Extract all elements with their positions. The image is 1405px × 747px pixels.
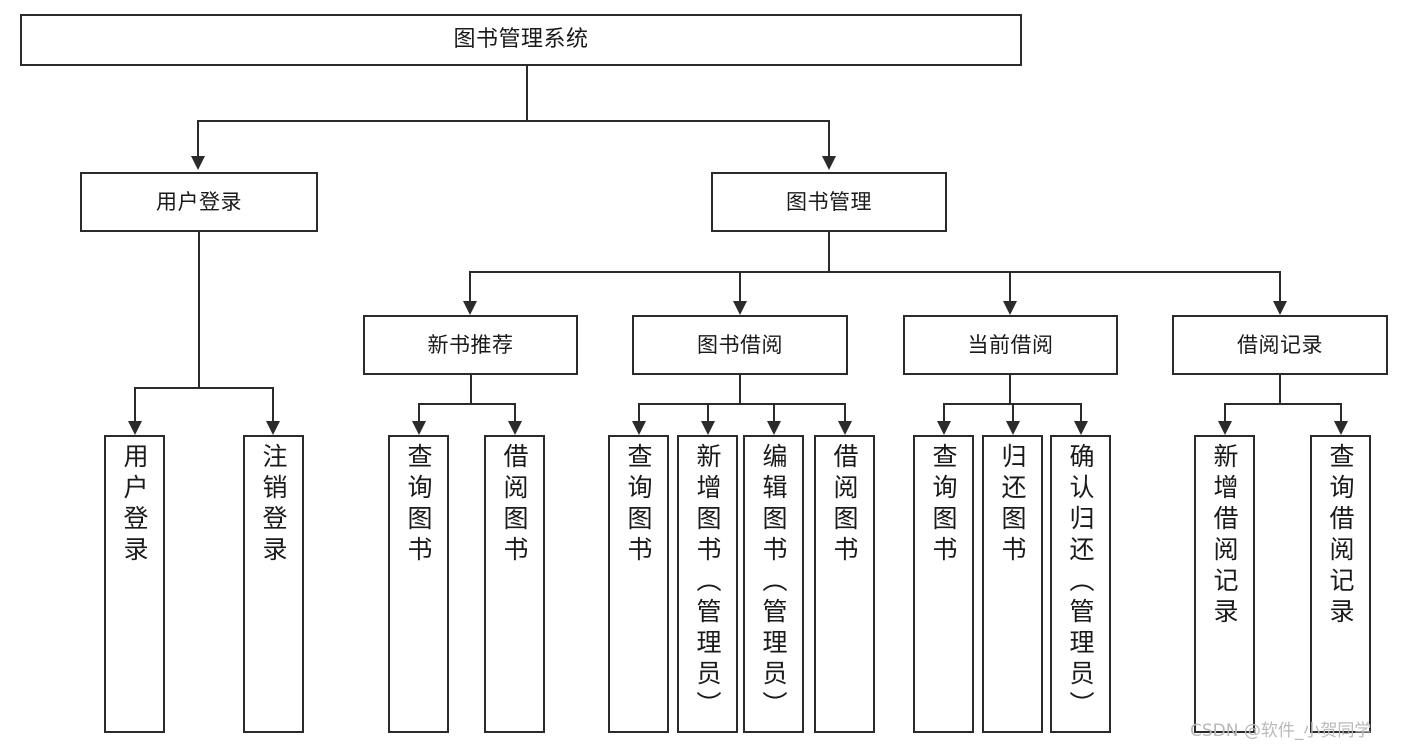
arrowhead-leaf-logout	[266, 421, 280, 435]
node-leaf-borrow-book-label: 借阅图书	[830, 443, 859, 567]
node-leaf-logout-label: 注销登录	[259, 443, 288, 567]
arrowhead-current-borrow	[1003, 301, 1017, 315]
connector-nbr-drop-2	[514, 403, 516, 421]
node-leaf-query-book-borrow-label: 查询图书	[624, 443, 653, 567]
arrowhead-leaf-query-book-current	[937, 421, 951, 435]
connector-user-login-drop-2	[272, 387, 274, 421]
node-borrow-record[interactable]: 借阅记录	[1172, 315, 1388, 375]
arrowhead-leaf-user-login	[128, 421, 142, 435]
node-leaf-query-record-label: 查询借阅记录	[1326, 443, 1355, 629]
connector-br-bus	[1224, 403, 1340, 405]
node-current-borrow[interactable]: 当前借阅	[903, 315, 1118, 375]
connector-nbr-drop-1	[418, 403, 420, 421]
arrowhead-leaf-borrow-book-new	[508, 421, 522, 435]
connector-br-drop-2	[1340, 403, 1342, 421]
arrowhead-leaf-return-book	[1006, 421, 1020, 435]
arrowhead-leaf-add-book	[701, 421, 715, 435]
node-leaf-query-book-borrow[interactable]: 查询图书	[608, 435, 669, 733]
node-borrow-record-label: 借阅记录	[1237, 332, 1323, 357]
node-leaf-borrow-book[interactable]: 借阅图书	[814, 435, 875, 733]
connector-bb-drop-3	[773, 403, 775, 421]
arrowhead-borrow-record	[1273, 301, 1287, 315]
node-book-management-label: 图书管理	[786, 189, 872, 214]
connector-root-stem	[526, 66, 528, 121]
node-leaf-query-book-new-label: 查询图书	[404, 443, 433, 567]
connector-nbr-bus	[418, 403, 514, 405]
node-leaf-add-book-label: 新增图书（管理员）	[693, 443, 722, 722]
node-leaf-confirm-return[interactable]: 确认归还（管理员）	[1050, 435, 1111, 733]
connector-book-management-bus	[469, 271, 1281, 273]
node-new-book-recommend-label: 新书推荐	[427, 332, 514, 357]
arrowhead-user-login	[191, 156, 205, 170]
node-leaf-edit-book[interactable]: 编辑图书（管理员）	[743, 435, 804, 733]
node-leaf-add-record-label: 新增借阅记录	[1210, 443, 1239, 629]
node-book-management[interactable]: 图书管理	[711, 172, 947, 232]
node-leaf-query-book-current[interactable]: 查询图书	[913, 435, 974, 733]
node-root-label: 图书管理系统	[453, 27, 589, 53]
connector-cb-drop-2	[1012, 403, 1014, 421]
connector-bb-drop-4	[844, 403, 846, 421]
connector-cb-bus	[943, 403, 1080, 405]
connector-bb-drop-2	[707, 403, 709, 421]
arrowhead-leaf-borrow-book	[838, 421, 852, 435]
connector-root-to-user-login	[197, 120, 199, 156]
node-user-login[interactable]: 用户登录	[80, 172, 318, 232]
connector-bm-drop-3	[1009, 271, 1011, 301]
connector-cb-stem	[1009, 375, 1011, 405]
connector-br-drop-1	[1224, 403, 1226, 421]
connector-bb-drop-1	[638, 403, 640, 421]
connector-bm-drop-1	[469, 271, 471, 301]
connector-nbr-stem	[470, 375, 472, 405]
node-leaf-return-book-label: 归还图书	[998, 443, 1027, 567]
node-leaf-add-book[interactable]: 新增图书（管理员）	[677, 435, 738, 733]
csdn-watermark: CSDN @软件_小贺同学	[1190, 721, 1372, 741]
node-current-borrow-label: 当前借阅	[967, 332, 1054, 357]
node-leaf-add-record[interactable]: 新增借阅记录	[1194, 435, 1255, 733]
node-leaf-logout[interactable]: 注销登录	[243, 435, 304, 733]
connector-bb-stem	[739, 375, 741, 405]
arrowhead-leaf-query-book-new	[412, 421, 426, 435]
arrowhead-leaf-add-record	[1218, 421, 1232, 435]
node-leaf-edit-book-label: 编辑图书（管理员）	[759, 443, 788, 722]
connector-user-login-drop-1	[134, 387, 136, 421]
arrowhead-leaf-confirm-return	[1074, 421, 1088, 435]
node-book-borrow-label: 图书借阅	[697, 332, 783, 357]
connector-br-stem	[1279, 375, 1281, 405]
connector-bm-drop-2	[739, 271, 741, 301]
node-root[interactable]: 图书管理系统	[20, 14, 1022, 66]
arrowhead-leaf-query-record	[1334, 421, 1348, 435]
connector-book-management-stem	[828, 232, 830, 272]
node-leaf-user-login-label: 用户登录	[120, 443, 149, 567]
connector-cb-drop-1	[943, 403, 945, 421]
node-leaf-query-book-new[interactable]: 查询图书	[388, 435, 449, 733]
arrowhead-new-book-recommend	[463, 301, 477, 315]
arrowhead-leaf-edit-book	[767, 421, 781, 435]
node-user-login-label: 用户登录	[156, 189, 242, 214]
node-new-book-recommend[interactable]: 新书推荐	[363, 315, 578, 375]
arrowhead-leaf-query-book-borrow	[632, 421, 646, 435]
node-leaf-borrow-book-new-label: 借阅图书	[500, 443, 529, 567]
node-leaf-user-login[interactable]: 用户登录	[104, 435, 165, 733]
node-leaf-confirm-return-label: 确认归还（管理员）	[1066, 443, 1095, 722]
node-leaf-query-record[interactable]: 查询借阅记录	[1310, 435, 1371, 733]
connector-root-to-book-management	[828, 120, 830, 156]
node-leaf-return-book[interactable]: 归还图书	[982, 435, 1043, 733]
connector-bm-drop-4	[1279, 271, 1281, 301]
connector-user-login-bus	[134, 387, 272, 389]
connector-user-login-stem	[198, 232, 200, 389]
connector-bb-bus	[638, 403, 844, 405]
arrowhead-book-borrow	[733, 301, 747, 315]
connector-cb-drop-3	[1080, 403, 1082, 421]
arrowhead-book-management	[822, 156, 836, 170]
node-leaf-query-book-current-label: 查询图书	[929, 443, 958, 567]
connector-root-bus	[197, 120, 829, 122]
node-leaf-borrow-book-new[interactable]: 借阅图书	[484, 435, 545, 733]
node-book-borrow[interactable]: 图书借阅	[632, 315, 848, 375]
